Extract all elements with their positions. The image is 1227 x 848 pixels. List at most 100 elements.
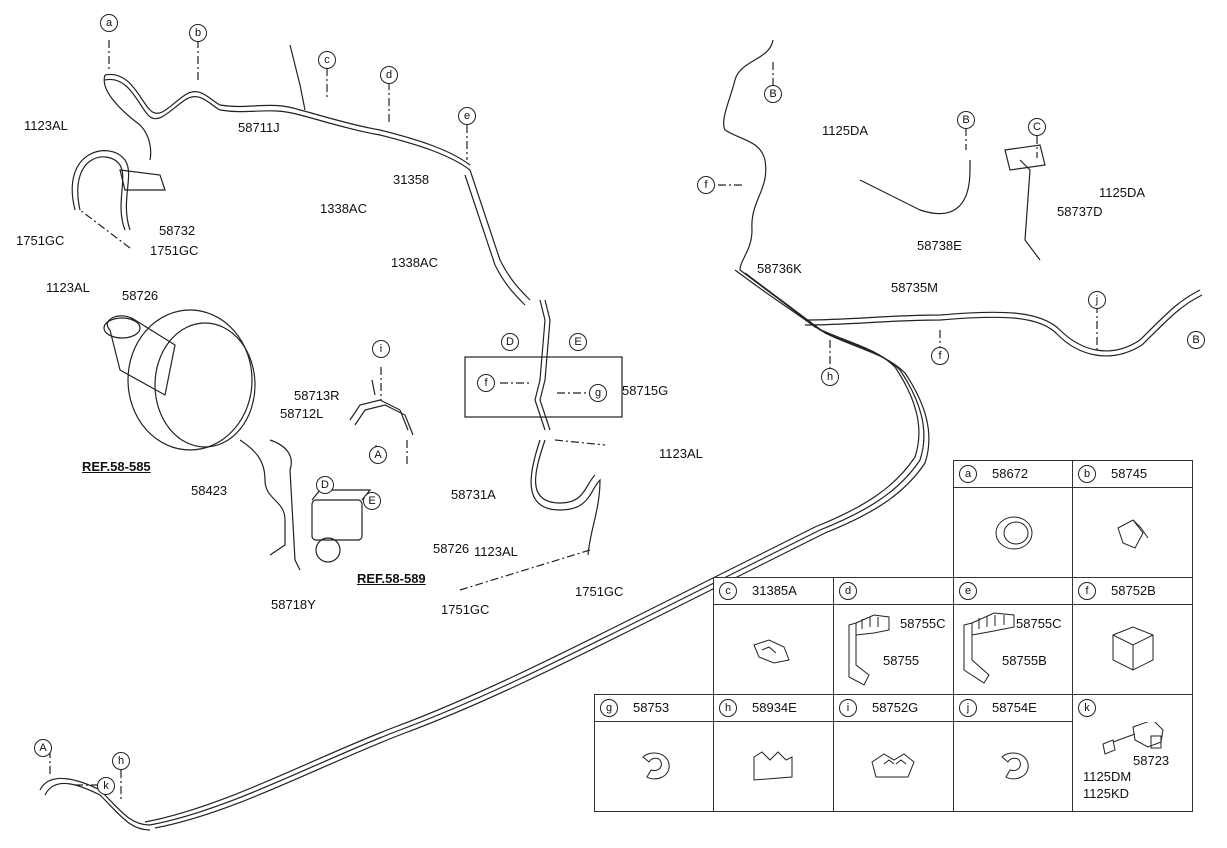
label-58423: 58423 xyxy=(191,483,228,498)
label-1338AC: 1338AC xyxy=(391,255,438,270)
cell-letter: c xyxy=(719,582,737,600)
callout-c: c xyxy=(318,51,336,69)
label-58713R: 58713R xyxy=(294,388,340,403)
pipe-clip-icon xyxy=(871,753,915,778)
cell-letter: f xyxy=(1078,582,1096,600)
callout-a: a xyxy=(100,14,118,32)
callout-e: e xyxy=(458,107,476,125)
table-cell-k: k 58723 1125DM 1125KD xyxy=(1072,694,1193,812)
k-part-2: 1125DM xyxy=(1083,769,1132,784)
callout-B-top: B xyxy=(764,85,782,103)
cell-letter: a xyxy=(959,465,977,483)
label-58738E: 58738E xyxy=(917,238,962,253)
cell-letter: e xyxy=(959,582,977,600)
callout-f-left: f xyxy=(697,176,715,194)
callout-d: d xyxy=(380,66,398,84)
callout-i: i xyxy=(372,340,390,358)
cell-code: 58752G xyxy=(872,700,919,715)
callout-E-abs: E xyxy=(363,492,381,510)
callout-k: k xyxy=(97,777,115,795)
label-58731A: 58731A xyxy=(451,487,496,502)
cell-code: 58745 xyxy=(1111,466,1148,481)
grommet-icon xyxy=(995,516,1033,550)
label-1125DA: 1125DA xyxy=(1099,185,1146,200)
cell-letter: b xyxy=(1078,465,1096,483)
table-cell-c: c 31385A xyxy=(713,577,834,695)
clip-icon xyxy=(642,752,670,780)
label-1123AL: 1123AL xyxy=(46,280,90,295)
ref-58-585: REF.58-585 xyxy=(82,459,151,474)
callout-h: h xyxy=(821,368,839,386)
cell-letter: g xyxy=(600,699,618,717)
callout-f-mid: f xyxy=(477,374,495,392)
cell-code: 58754E xyxy=(992,700,1037,715)
callout-B-right: B xyxy=(1187,331,1205,349)
bolt-bracket-icon xyxy=(1102,722,1164,755)
clip-icon xyxy=(1001,752,1029,780)
cell-letter: h xyxy=(719,699,737,717)
label-58735M: 58735M xyxy=(891,280,938,295)
k-part-3: 1125KD xyxy=(1083,786,1130,801)
label-1751GC: 1751GC xyxy=(150,243,199,258)
e-part-1: 58755C xyxy=(1016,616,1062,631)
cell-letter: k xyxy=(1078,699,1096,717)
callout-A: A xyxy=(369,446,387,464)
label-1338AC: 1338AC xyxy=(320,201,367,216)
table-cell-e: e 58755C 58755B xyxy=(953,577,1073,695)
k-part-1: 58723 xyxy=(1133,753,1170,768)
clip-icon xyxy=(1112,626,1154,671)
label-58711J: 58711J xyxy=(238,120,280,135)
table-cell-g: g 58753 xyxy=(594,694,714,812)
table-cell-a: a 58672 xyxy=(953,460,1073,578)
pipe-clip-icon xyxy=(753,639,790,664)
pipe-clip-icon xyxy=(753,751,793,781)
cell-letter: d xyxy=(839,582,857,600)
label-1751GC: 1751GC xyxy=(16,233,65,248)
label-58726: 58726 xyxy=(122,288,159,303)
bracket-clip-icon xyxy=(848,614,890,686)
table-cell-i: i 58752G xyxy=(833,694,954,812)
cell-letter: j xyxy=(959,699,977,717)
cell-letter: i xyxy=(839,699,857,717)
label-58736K: 58736K xyxy=(757,261,802,276)
table-cell-b: b 58745 xyxy=(1072,460,1193,578)
d-part-1: 58755C xyxy=(900,616,946,631)
callout-D-top: D xyxy=(501,333,519,351)
callout-E-top: E xyxy=(569,333,587,351)
cell-code: 31385A xyxy=(752,583,797,598)
label-1125DA: 1125DA xyxy=(822,123,869,138)
label-58732: 58732 xyxy=(159,223,196,238)
label-58712L: 58712L xyxy=(280,406,324,421)
cell-code: 58672 xyxy=(992,466,1029,481)
label-1751GC: 1751GC xyxy=(575,584,624,599)
label-1751GC: 1751GC xyxy=(441,602,490,617)
cell-code: 58753 xyxy=(633,700,670,715)
table-cell-j: j 58754E xyxy=(953,694,1073,812)
callout-A-bottom: A xyxy=(34,739,52,757)
label-58715G: 58715G xyxy=(622,383,669,398)
callout-h-bottom: h xyxy=(112,752,130,770)
callout-C: C xyxy=(1028,118,1046,136)
label-1123AL: 1123AL xyxy=(24,118,68,133)
callout-g: g xyxy=(589,384,607,402)
callout-D-abs: D xyxy=(316,476,334,494)
label-58726: 58726 xyxy=(433,541,470,556)
bracket-clip-icon xyxy=(963,612,1015,684)
callout-B-mid: B xyxy=(957,111,975,129)
label-1123AL: 1123AL xyxy=(659,446,703,461)
ref-58-589: REF.58-589 xyxy=(357,571,426,586)
label-58718Y: 58718Y xyxy=(271,597,316,612)
label-31358: 31358 xyxy=(393,172,430,187)
e-part-2: 58755B xyxy=(1002,653,1047,668)
label-58737D: 58737D xyxy=(1057,204,1103,219)
table-cell-d: d 58755C 58755 xyxy=(833,577,954,695)
table-cell-h: h 58934E xyxy=(713,694,834,812)
callout-j: j xyxy=(1088,291,1106,309)
callout-f-right: f xyxy=(931,347,949,365)
clip-icon xyxy=(1117,519,1149,549)
cell-code: 58934E xyxy=(752,700,797,715)
callout-b: b xyxy=(189,24,207,42)
d-part-2: 58755 xyxy=(883,653,920,668)
